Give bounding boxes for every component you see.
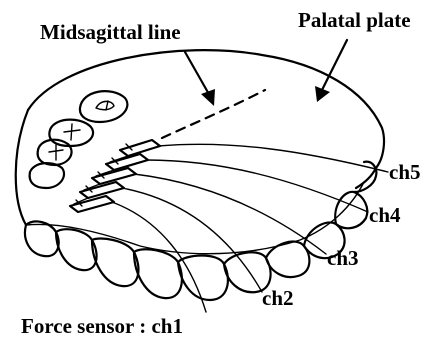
ch3-label: ch3 — [327, 248, 359, 269]
ch2-label: ch2 — [262, 288, 294, 309]
palatal-plate-label: Palatal plate — [298, 10, 411, 31]
left-arch-contour — [16, 110, 28, 225]
midsagittal-arrow — [185, 52, 215, 106]
molar-teeth-back — [30, 91, 128, 188]
anterior-teeth — [25, 162, 376, 300]
palatal-plate-outline — [28, 50, 384, 168]
midsagittal-line-label: Midsagittal line — [40, 22, 181, 43]
ch4-label: ch4 — [369, 205, 401, 226]
right-arch-contour — [356, 168, 376, 188]
ch5-label: ch5 — [389, 162, 421, 183]
force-sensor-ch1-label: Force sensor : ch1 — [21, 316, 183, 337]
